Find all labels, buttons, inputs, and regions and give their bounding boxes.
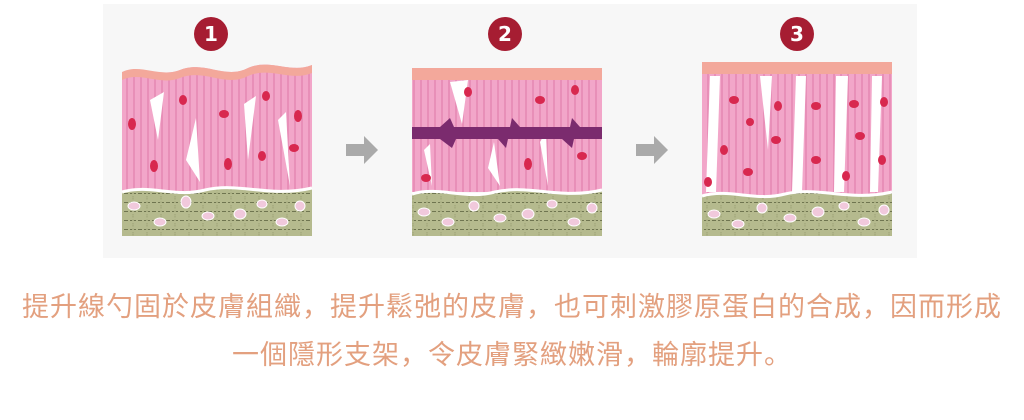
- caption-line-1: 提升線勺固於皮膚組織，提升鬆弛的皮膚，也可刺激膠原蛋白的合成，因而形成: [22, 292, 1002, 323]
- caption-line-2: 一個隱形支架，令皮膚緊緻嫩滑，輪廓提升。: [232, 340, 792, 371]
- lifting-diagram: 1 2 3: [121, 17, 893, 236]
- step-3-number: 3: [790, 22, 804, 46]
- step-1-panel: [121, 64, 313, 236]
- step-2-panel: [411, 68, 603, 236]
- step-3-badge: 3: [780, 17, 814, 51]
- arrow-right-icon: [636, 136, 668, 164]
- caption: 提升線勺固於皮膚組織，提升鬆弛的皮膚，也可刺激膠原蛋白的合成，因而形成 一個隱形…: [0, 284, 1024, 380]
- step-3-panel: [701, 62, 893, 236]
- step-1-number: 1: [204, 22, 218, 46]
- step-2-number: 2: [498, 22, 512, 46]
- step-2-badge: 2: [488, 17, 522, 51]
- step-1-badge: 1: [194, 17, 228, 51]
- lifting-thread: [412, 127, 602, 139]
- arrow-right-icon: [346, 136, 378, 164]
